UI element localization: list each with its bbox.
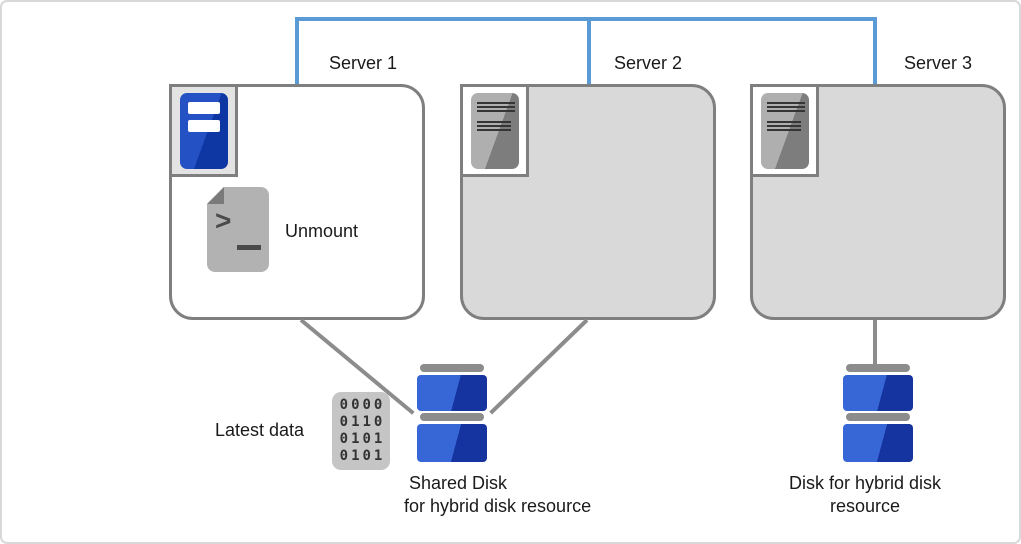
shared-disk-icon — [417, 364, 487, 462]
server3-label: Server 3 — [904, 53, 973, 73]
network-drop-server2 — [587, 17, 591, 84]
page-fold — [207, 187, 224, 204]
disk-platter — [843, 375, 913, 411]
server-slot — [188, 120, 220, 132]
connector-server2-shared-disk — [489, 318, 589, 415]
server-slot — [188, 102, 220, 114]
disk3-caption-line2: resource — [829, 496, 901, 516]
disk-cap — [846, 364, 910, 372]
disk-platter — [417, 375, 487, 411]
disk-cap — [846, 413, 910, 421]
connector-server3-disk — [873, 320, 877, 366]
server-tower-active-icon — [180, 93, 228, 169]
binary-row: 0000 — [339, 397, 386, 413]
hybrid-disk-icon — [843, 364, 913, 462]
network-drop-server1 — [295, 17, 299, 84]
server-vents — [767, 102, 805, 112]
unmount-label: Unmount — [285, 221, 359, 241]
server-tower-standby-icon — [471, 93, 519, 169]
disk-cap — [420, 364, 484, 372]
server1-label: Server 1 — [329, 53, 398, 73]
binary-data-icon: 0000 0110 0101 0101 — [332, 392, 390, 470]
cursor-underscore — [237, 245, 261, 250]
disk-cap — [420, 413, 484, 421]
disk3-caption-line1: Disk for hybrid disk — [788, 473, 942, 493]
server2-label: Server 2 — [614, 53, 683, 73]
server-vents — [767, 121, 801, 131]
server3-icon-frame — [750, 84, 819, 177]
shared-disk-caption-line2: for hybrid disk resource — [404, 496, 592, 516]
network-drop-server3 — [873, 17, 877, 84]
server-vents — [477, 121, 511, 131]
binary-row: 0110 — [339, 414, 386, 430]
binary-row: 0101 — [339, 448, 386, 464]
shared-disk-caption-line1: Shared Disk — [409, 473, 508, 493]
script-file-icon: > — [207, 187, 269, 272]
network-bus-line — [295, 17, 877, 21]
server1-icon-frame — [169, 84, 238, 177]
server2-icon-frame — [460, 84, 529, 177]
disk-platter — [843, 424, 913, 462]
server-tower-standby-icon — [761, 93, 809, 169]
binary-row: 0101 — [339, 431, 386, 447]
disk-platter — [417, 424, 487, 462]
server-vents — [477, 102, 515, 112]
prompt-glyph: > — [215, 205, 232, 236]
latest-data-label: Latest data — [215, 420, 305, 440]
